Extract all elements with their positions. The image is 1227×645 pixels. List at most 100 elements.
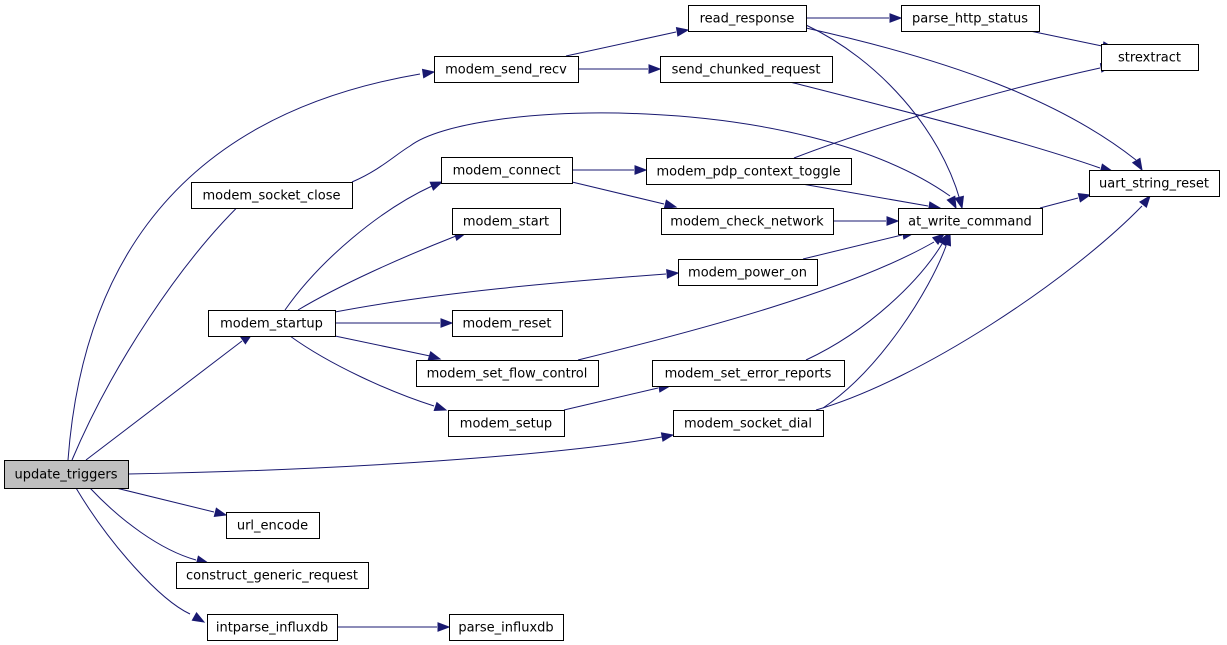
edge-line <box>297 235 457 311</box>
node-label: modem_start <box>463 215 549 230</box>
node-modem_set_error_reports[interactable]: modem_set_error_reports <box>652 360 845 387</box>
arrowhead-icon <box>437 622 451 632</box>
node-modem_startup[interactable]: modem_startup <box>208 310 336 337</box>
edge-modem_socket_dial-to-at_write_command <box>822 232 952 409</box>
edge-line <box>115 487 215 513</box>
edge-modem_startup-to-modem_set_flow_control <box>334 335 442 361</box>
edge-modem_setup-to-modem_set_error_reports <box>563 383 672 411</box>
edge-update_triggers-to-url_encode <box>115 487 228 517</box>
node-box <box>452 208 561 235</box>
edge-line <box>127 436 663 475</box>
arrowhead-icon <box>1138 194 1151 209</box>
arrowhead-icon <box>1131 157 1143 172</box>
node-label: modem_send_recv <box>445 63 567 78</box>
node-at_write_command[interactable]: at_write_command <box>898 208 1043 235</box>
edge-line <box>815 205 1143 411</box>
edge-modem_connect-to-modem_pdp_context_toggle <box>572 165 648 175</box>
edge-line <box>289 335 435 407</box>
node-url_encode[interactable]: url_encode <box>226 512 320 539</box>
edge-read_response-to-parse_http_status <box>806 13 903 23</box>
edge-read_response-to-uart_string_reset <box>805 27 1143 172</box>
node-intparse_influxdb[interactable]: intparse_influxdb <box>207 614 338 641</box>
node-label: parse_influxdb <box>458 621 553 636</box>
node-label: at_write_command <box>908 215 1032 230</box>
node-send_chunked_request[interactable]: send_chunked_request <box>660 56 833 83</box>
edge-line <box>284 185 433 311</box>
arrowhead-icon <box>675 27 690 37</box>
edge-line <box>793 67 1101 159</box>
node-label: modem_power_on <box>688 266 807 281</box>
arrowhead-icon <box>941 232 952 247</box>
edge-line <box>565 31 677 57</box>
node-modem_setup[interactable]: modem_setup <box>448 410 565 437</box>
node-box <box>191 182 353 209</box>
edge-line <box>1029 30 1103 47</box>
node-modem_socket_close[interactable]: modem_socket_close <box>191 182 353 209</box>
edge-line <box>805 24 961 201</box>
node-parse_influxdb[interactable]: parse_influxdb <box>449 614 564 641</box>
edge-update_triggers-to-modem_send_recv <box>67 68 436 461</box>
arrowhead-icon <box>889 13 903 23</box>
node-modem_start[interactable]: modem_start <box>452 208 561 235</box>
edge-modem_startup-to-modem_reset <box>335 318 454 328</box>
edge-line <box>802 234 903 260</box>
node-label: modem_connect <box>453 164 561 179</box>
node-box <box>207 614 338 641</box>
node-label: modem_socket_close <box>202 189 340 204</box>
edge-modem_startup-to-modem_start <box>297 231 468 311</box>
node-label: modem_reset <box>463 317 552 332</box>
node-label: read_response <box>700 12 795 27</box>
node-box <box>688 5 807 32</box>
node-label: construct_generic_request <box>186 569 358 584</box>
arrowhead-icon <box>660 432 675 442</box>
edge-read_response-to-at_write_command <box>805 24 964 210</box>
node-modem_socket_dial[interactable]: modem_socket_dial <box>673 410 824 437</box>
edge-line <box>789 81 1101 169</box>
edge-modem_send_recv-to-send_chunked_request <box>578 64 662 74</box>
edge-modem_pdp_context_toggle-to-at_write_command <box>801 183 942 211</box>
node-box <box>452 310 563 337</box>
node-modem_connect[interactable]: modem_connect <box>441 157 573 184</box>
node-modem_set_flow_control[interactable]: modem_set_flow_control <box>416 360 599 387</box>
arrowhead-icon <box>421 68 436 79</box>
node-label: modem_check_network <box>670 215 824 230</box>
node-modem_check_network[interactable]: modem_check_network <box>661 208 834 235</box>
node-strextract[interactable]: strextract <box>1101 44 1199 71</box>
node-box <box>652 360 845 387</box>
edge-modem_startup-to-modem_setup <box>289 335 448 412</box>
edge-modem_set_flow_control-to-at_write_command <box>577 233 946 361</box>
node-label: update_triggers <box>15 468 118 483</box>
arrowhead-icon <box>954 195 964 210</box>
node-box <box>901 5 1040 32</box>
arrowhead-icon <box>634 165 648 175</box>
node-uart_string_reset[interactable]: uart_string_reset <box>1089 170 1220 197</box>
node-modem_power_on[interactable]: modem_power_on <box>678 259 818 286</box>
node-box <box>646 158 852 185</box>
arrowhead-icon <box>440 318 454 328</box>
arrowhead-icon <box>666 269 680 279</box>
node-box <box>898 208 1043 235</box>
arrowhead-icon <box>433 401 448 412</box>
node-label: modem_pdp_context_toggle <box>657 165 841 180</box>
node-parse_http_status[interactable]: parse_http_status <box>901 5 1040 32</box>
node-box <box>661 208 834 235</box>
node-read_response[interactable]: read_response <box>688 5 807 32</box>
edge-line <box>71 194 251 461</box>
arrowhead-icon <box>429 181 444 191</box>
node-label: modem_socket_dial <box>684 417 812 432</box>
node-modem_reset[interactable]: modem_reset <box>452 310 563 337</box>
node-label: modem_set_flow_control <box>427 367 588 382</box>
edge-update_triggers-to-construct_generic_request <box>89 487 210 565</box>
node-update_triggers[interactable]: update_triggers <box>4 460 129 489</box>
node-modem_send_recv[interactable]: modem_send_recv <box>434 56 579 83</box>
edge-modem_connect-to-modem_check_network <box>571 181 678 209</box>
node-label: modem_startup <box>220 317 323 332</box>
arrowhead-icon <box>427 350 442 361</box>
node-label: modem_setup <box>460 417 552 432</box>
node-modem_pdp_context_toggle[interactable]: modem_pdp_context_toggle <box>646 158 852 185</box>
node-box <box>416 360 599 387</box>
edge-modem_socket_dial-to-uart_string_reset <box>815 194 1151 411</box>
node-label: modem_set_error_reports <box>665 367 832 382</box>
edge-line <box>563 387 659 411</box>
node-construct_generic_request[interactable]: construct_generic_request <box>176 562 369 589</box>
